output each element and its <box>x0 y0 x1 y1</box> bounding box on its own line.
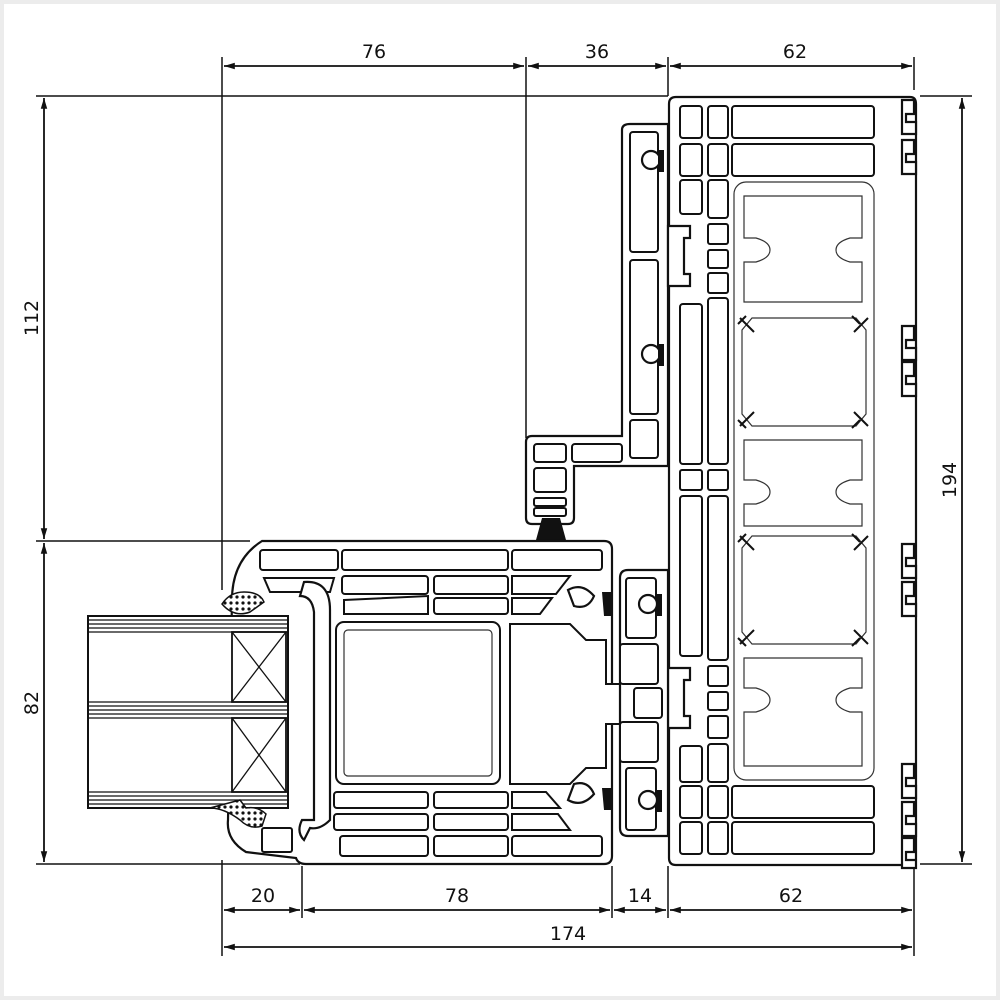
dim-top-62: 62 <box>783 41 807 63</box>
coupling-profile <box>524 122 692 730</box>
intermediate-frame <box>618 568 670 838</box>
glazing-unit <box>87 591 289 828</box>
dim-bottom-78: 78 <box>445 885 469 907</box>
dim-top-36: 36 <box>585 41 609 63</box>
dimension-labels: 76 36 62 20 78 14 62 174 112 82 194 <box>21 41 961 945</box>
dim-top-76: 76 <box>362 41 386 63</box>
dim-bottom-62: 62 <box>779 885 803 907</box>
dim-left-112: 112 <box>21 300 43 336</box>
dim-right-194: 194 <box>939 462 961 498</box>
dim-bottom-20: 20 <box>251 885 275 907</box>
dim-bottom-14: 14 <box>628 885 652 907</box>
dim-left-82: 82 <box>21 691 43 715</box>
outer-frame-profile <box>667 95 918 870</box>
sash-profile <box>226 539 631 866</box>
dimension-lines <box>36 57 972 956</box>
dim-overall-174: 174 <box>550 923 586 945</box>
